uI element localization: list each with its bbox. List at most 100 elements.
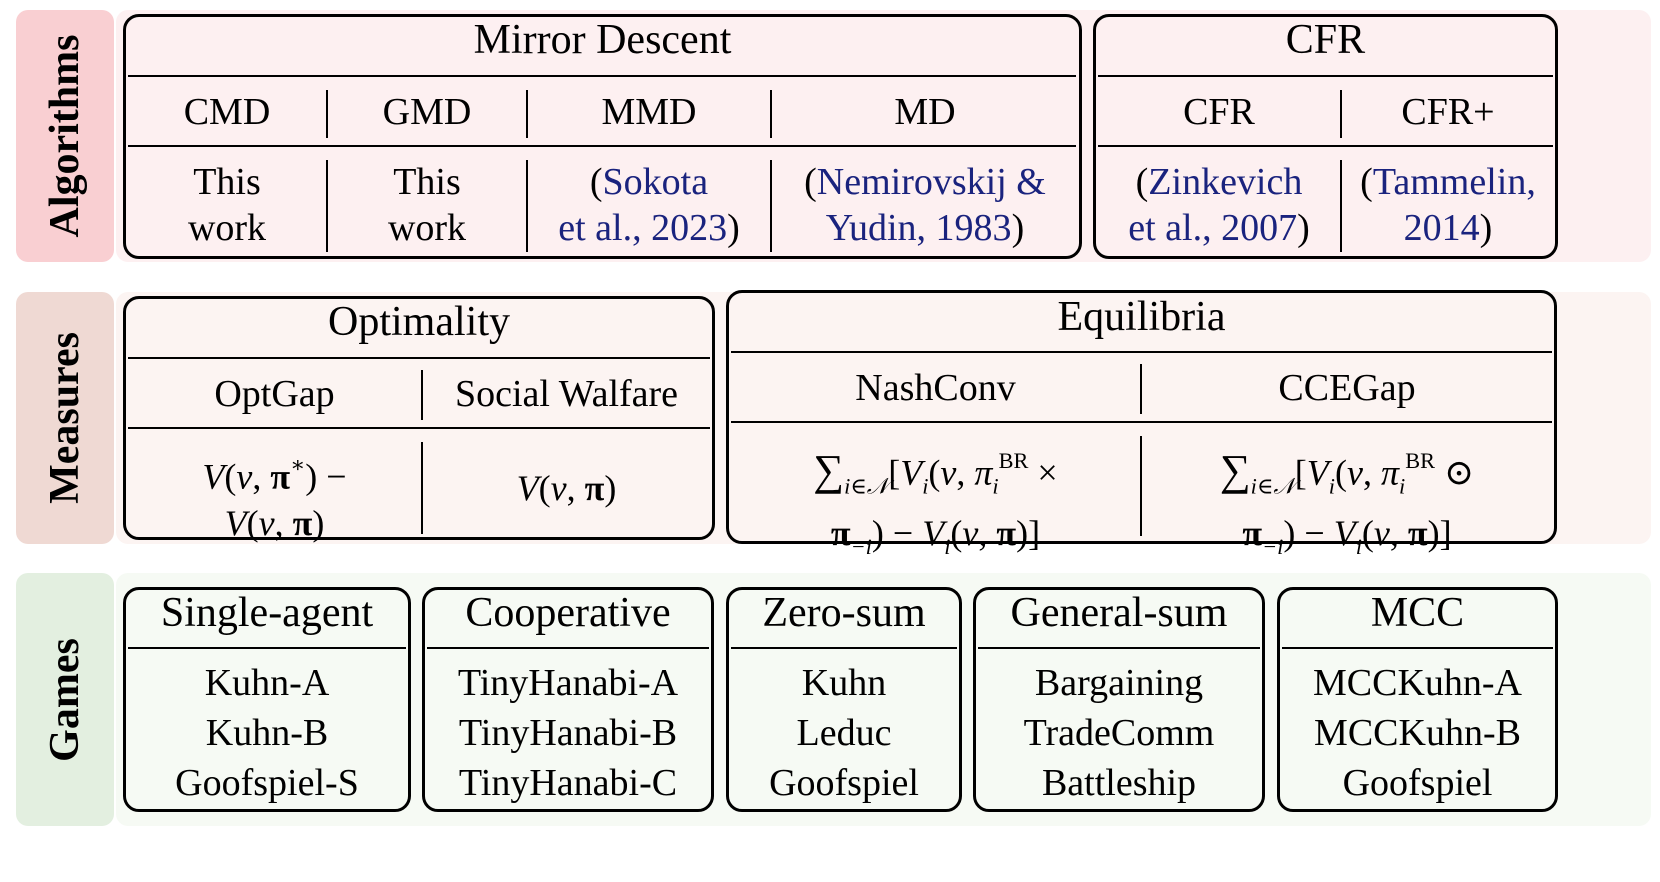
ccegap-formula: ∑i∈𝒩[Vi(ν, πiBR ⊙ π−i) − Vi(ν, π)] <box>1219 447 1475 559</box>
mirror-descent-title-divider <box>128 75 1076 77</box>
cfr-col-divider <box>1340 160 1342 252</box>
optgap-formula: V(ν, π∗) − V(ν, π) <box>202 452 347 543</box>
game-category-box <box>973 587 1265 812</box>
game-list: Kuhn-A Kuhn-B Goofspiel-S <box>123 658 411 808</box>
optimality-title-divider <box>128 357 710 359</box>
game-list: Kuhn Leduc Goofspiel <box>726 658 962 808</box>
game-list: TinyHanabi-A TinyHanabi-B TinyHanabi-C <box>422 658 714 808</box>
ref-line: work <box>187 207 267 249</box>
equilibria-title: Equilibria <box>1057 294 1226 340</box>
game-category-divider <box>1282 647 1553 649</box>
mirror-descent-header-divider <box>128 145 1076 147</box>
game-item: Kuhn-A <box>204 662 330 704</box>
mirror-descent-col-divider <box>770 160 772 252</box>
ref-paren-open: ( <box>804 161 817 203</box>
mirror-descent-title: Mirror Descent <box>473 17 732 63</box>
citation-link[interactable]: Nemirovskij & <box>816 161 1046 203</box>
mirror-descent-col-divider <box>326 160 328 252</box>
algorithm-name-mmd: MMD <box>601 91 697 133</box>
citation-link[interactable]: Sokota <box>602 161 709 203</box>
game-category-divider <box>978 647 1260 649</box>
algorithm-name-md: MD <box>894 91 956 133</box>
game-category-box <box>123 587 411 812</box>
algorithm-name-cfr: CFR <box>1183 91 1255 133</box>
ref-paren-open: ( <box>1360 161 1373 203</box>
optimality-title: Optimality <box>328 299 510 345</box>
algorithm-ref-cmd: This work <box>128 159 326 251</box>
measure-name-nashconv: NashConv <box>855 367 1016 409</box>
row-background-algorithms <box>116 10 1651 262</box>
game-category-title: Zero-sum <box>762 590 926 636</box>
cfr-header-divider <box>1098 145 1553 147</box>
row-background-measures <box>116 292 1651 544</box>
measure-name-ccegap: CCEGap <box>1278 367 1416 409</box>
row-label-algorithms: Algorithms <box>16 10 114 262</box>
game-category-divider <box>731 647 957 649</box>
optimality-col-divider <box>421 442 423 534</box>
citation-link[interactable]: Tammelin, <box>1372 161 1536 203</box>
algorithm-ref-cfr-plus: (Tammelin, 2014) <box>1342 159 1554 251</box>
game-item: Kuhn <box>801 662 887 704</box>
citation-link[interactable]: 2014 <box>1403 207 1480 249</box>
row-background-games <box>116 573 1651 826</box>
ref-line: work <box>387 207 467 249</box>
ref-paren-close: ) <box>1011 207 1025 249</box>
ref-line: This <box>393 161 461 203</box>
social-welfare-formula: V(ν, π) <box>516 468 617 508</box>
game-item: Battleship <box>1041 762 1197 804</box>
algorithm-ref-cfr: (Zinkevich et al., 2007) <box>1098 159 1340 251</box>
citation-link[interactable]: Zinkevich <box>1148 161 1303 203</box>
algorithm-name-cmd: CMD <box>183 91 271 133</box>
optimality-col-divider <box>421 370 423 420</box>
game-category-box <box>1277 587 1558 812</box>
mirror-descent-col-divider <box>526 160 528 252</box>
game-item: TinyHanabi-C <box>458 762 678 804</box>
citation-link[interactable]: et al., 2023 <box>558 207 728 249</box>
cfr-col-divider <box>1340 90 1342 138</box>
game-item: MCCKuhn-A <box>1312 662 1523 704</box>
row-label-measures-text: Measures <box>42 332 88 504</box>
game-item: MCCKuhn-B <box>1314 712 1521 754</box>
equilibria-col-divider <box>1140 364 1142 414</box>
algorithm-name-gmd: GMD <box>382 91 472 133</box>
algorithm-ref-md: (Nemirovskij & Yudin, 1983) <box>772 159 1078 251</box>
algorithm-ref-gmd: This work <box>328 159 526 251</box>
mirror-descent-col-divider <box>526 90 528 138</box>
game-category-box <box>422 587 714 812</box>
mirror-descent-col-divider <box>770 90 772 138</box>
game-item: Kuhn-B <box>205 712 329 754</box>
equilibria-col-divider <box>1140 436 1142 536</box>
row-label-algorithms-text: Algorithms <box>42 34 88 238</box>
ref-line: This <box>193 161 261 203</box>
optimality-box <box>123 296 715 540</box>
game-item: TradeComm <box>1023 712 1215 754</box>
ref-paren-close: ) <box>727 207 740 249</box>
cfr-title-divider <box>1098 75 1553 77</box>
ref-paren-close: ) <box>1297 207 1310 249</box>
game-list: MCCKuhn-A MCCKuhn-B Goofspiel <box>1277 658 1558 808</box>
game-item: Bargaining <box>1034 662 1204 704</box>
row-label-measures: Measures <box>16 292 114 544</box>
cfr-box <box>1093 14 1558 259</box>
citation-link[interactable]: Yudin, 1983 <box>825 207 1012 249</box>
equilibria-title-divider <box>731 351 1552 353</box>
game-item: Goofspiel <box>769 762 919 804</box>
optimality-header-divider <box>128 427 710 429</box>
game-category-divider <box>427 647 709 649</box>
citation-link[interactable]: et al., 2007 <box>1128 207 1298 249</box>
row-label-games: Games <box>16 573 114 826</box>
algorithm-name-cfr-plus: CFR+ <box>1401 91 1495 133</box>
game-item: Leduc <box>796 712 892 754</box>
row-label-games-text: Games <box>42 637 88 762</box>
measure-name-social-welfare: Social Walfare <box>454 373 679 415</box>
game-category-box <box>726 587 962 812</box>
game-item: TinyHanabi-A <box>457 662 679 704</box>
ref-paren-open: ( <box>589 161 603 203</box>
game-category-divider <box>128 647 406 649</box>
game-item: TinyHanabi-B <box>458 712 678 754</box>
equilibria-box <box>726 290 1557 544</box>
equilibria-header-divider <box>731 421 1552 423</box>
nashconv-formula: ∑i∈𝒩[Vi(ν, πiBR × π−i) − Vi(ν, π)] <box>813 447 1058 559</box>
game-list: Bargaining TradeComm Battleship <box>973 658 1265 808</box>
ref-paren-open: ( <box>1135 161 1149 203</box>
